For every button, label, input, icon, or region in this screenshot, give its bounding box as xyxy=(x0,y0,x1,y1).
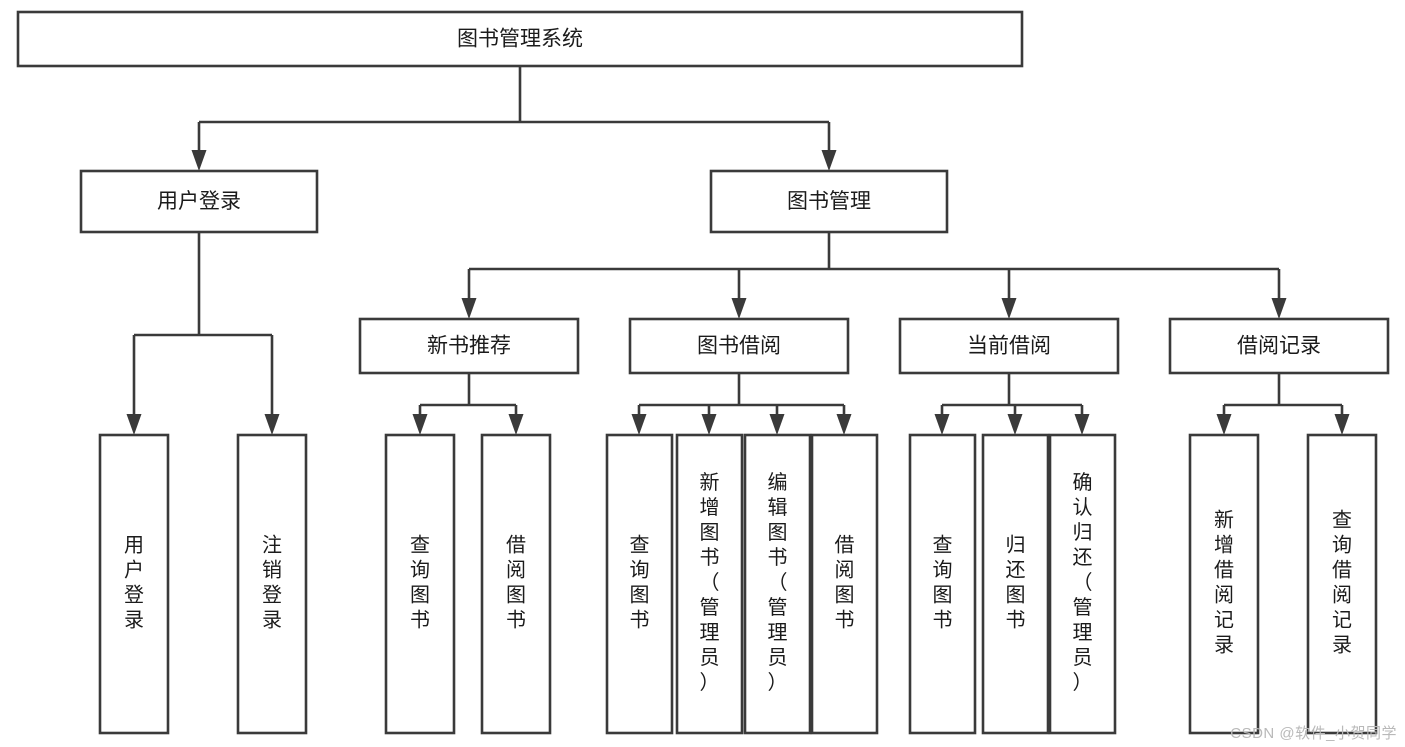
connector-borrow-record-to-leaves xyxy=(1216,373,1350,435)
node-current-borrow[interactable]: 当前借阅 xyxy=(898,317,1120,375)
arrow-head-icon xyxy=(1271,298,1287,319)
arrow-head-icon xyxy=(508,414,524,435)
node-leaf-query-borrow-record[interactable]: 查询借阅记录 xyxy=(1306,433,1378,735)
node-box-current-borrow[interactable] xyxy=(898,317,1120,375)
node-leaf-borrow-book-2[interactable]: 借阅图书 xyxy=(810,433,879,735)
node-label-borrow-record: 借阅记录 xyxy=(1237,335,1321,358)
node-box-leaf-add-book-admin[interactable] xyxy=(675,433,744,735)
node-label-leaf-confirm-return-admin: 确认归还（管理员） xyxy=(1073,471,1093,694)
arrow-head-icon xyxy=(836,414,852,435)
arrow-head-icon xyxy=(412,414,428,435)
node-label-leaf-add-book-admin: 新增图书（管理员） xyxy=(700,471,720,694)
connector-layer xyxy=(126,66,1350,435)
node-label-leaf-add-borrow-record: 新增借阅记录 xyxy=(1214,509,1234,657)
node-leaf-query-book-1[interactable]: 查询图书 xyxy=(384,433,456,735)
node-leaf-borrow-book-1[interactable]: 借阅图书 xyxy=(480,433,552,735)
node-label-book-borrow: 图书借阅 xyxy=(697,335,781,358)
node-leaf-confirm-return-admin[interactable]: 确认归还（管理员） xyxy=(1048,433,1117,735)
node-box-leaf-borrow-book-1[interactable] xyxy=(480,433,552,735)
node-leaf-edit-book-admin[interactable]: 编辑图书（管理员） xyxy=(743,433,812,735)
node-leaf-add-book-admin[interactable]: 新增图书（管理员） xyxy=(675,433,744,735)
node-label-book-manage: 图书管理 xyxy=(787,190,871,213)
node-label-leaf-edit-book-admin: 编辑图书（管理员） xyxy=(768,471,788,694)
arrow-head-icon xyxy=(769,414,785,435)
node-label-leaf-borrow-book-2: 借阅图书 xyxy=(835,534,855,632)
node-user-login[interactable]: 用户登录 xyxy=(79,169,319,234)
node-layer: 图书管理系统用户登录图书管理新书推荐图书借阅当前借阅借阅记录用户登录注销登录查询… xyxy=(16,10,1390,735)
node-label-leaf-query-book-1: 查询图书 xyxy=(410,534,430,632)
node-borrow-record[interactable]: 借阅记录 xyxy=(1168,317,1390,375)
node-label-leaf-borrow-book-1: 借阅图书 xyxy=(506,534,526,632)
node-leaf-query-book-2[interactable]: 查询图书 xyxy=(605,433,674,735)
node-label-leaf-query-borrow-record: 查询借阅记录 xyxy=(1332,509,1352,657)
node-label-leaf-query-book-2: 查询图书 xyxy=(630,534,650,632)
node-label-leaf-user-login: 用户登录 xyxy=(124,535,144,632)
node-box-leaf-borrow-book-2[interactable] xyxy=(810,433,879,735)
node-label-leaf-query-book-3: 查询图书 xyxy=(933,534,953,632)
node-label-leaf-return-book: 归还图书 xyxy=(1006,534,1026,632)
node-leaf-add-borrow-record[interactable]: 新增借阅记录 xyxy=(1188,433,1260,735)
node-box-leaf-edit-book-admin[interactable] xyxy=(743,433,812,735)
connector-new-book-recommend-to-leaves xyxy=(412,373,524,435)
node-box-leaf-query-book-1[interactable] xyxy=(384,433,456,735)
connector-root-to-level1 xyxy=(191,66,837,171)
node-leaf-user-login[interactable]: 用户登录 xyxy=(98,433,170,735)
arrow-head-icon xyxy=(1216,414,1232,435)
arrow-head-icon xyxy=(821,150,837,171)
node-root[interactable]: 图书管理系统 xyxy=(16,10,1024,68)
arrow-head-icon xyxy=(461,298,477,319)
arrow-head-icon xyxy=(1007,414,1023,435)
node-box-leaf-user-logout[interactable] xyxy=(236,433,308,735)
node-book-manage[interactable]: 图书管理 xyxy=(709,169,949,234)
node-label-current-borrow: 当前借阅 xyxy=(967,335,1051,358)
connector-book-manage-to-level2 xyxy=(461,232,1287,319)
node-label-user-login: 用户登录 xyxy=(157,190,241,213)
node-box-leaf-query-book-3[interactable] xyxy=(908,433,977,735)
node-label-leaf-user-logout: 注销登录 xyxy=(262,534,282,632)
node-box-new-book-recommend[interactable] xyxy=(358,317,580,375)
node-box-root[interactable] xyxy=(16,10,1024,68)
node-box-book-manage[interactable] xyxy=(709,169,949,234)
arrow-head-icon xyxy=(731,298,747,319)
connector-current-borrow-to-leaves xyxy=(934,373,1090,435)
arrow-head-icon xyxy=(126,414,142,435)
node-label-new-book-recommend: 新书推荐 xyxy=(427,335,511,358)
arrow-head-icon xyxy=(631,414,647,435)
node-leaf-return-book[interactable]: 归还图书 xyxy=(981,433,1050,735)
node-box-leaf-return-book[interactable] xyxy=(981,433,1050,735)
arrow-head-icon xyxy=(1074,414,1090,435)
node-new-book-recommend[interactable]: 新书推荐 xyxy=(358,317,580,375)
node-book-borrow[interactable]: 图书借阅 xyxy=(628,317,850,375)
node-box-leaf-query-borrow-record[interactable] xyxy=(1306,433,1378,735)
node-box-leaf-confirm-return-admin[interactable] xyxy=(1048,433,1117,735)
arrow-head-icon xyxy=(1334,414,1350,435)
node-box-book-borrow[interactable] xyxy=(628,317,850,375)
node-label-root: 图书管理系统 xyxy=(457,28,583,51)
node-box-leaf-user-login[interactable] xyxy=(98,433,170,735)
node-box-borrow-record[interactable] xyxy=(1168,317,1390,375)
node-leaf-user-logout[interactable]: 注销登录 xyxy=(236,433,308,735)
connector-user-login-to-leaves xyxy=(126,232,280,435)
arrow-head-icon xyxy=(701,414,717,435)
node-box-leaf-query-book-2[interactable] xyxy=(605,433,674,735)
arrow-head-icon xyxy=(191,150,207,171)
arrow-head-icon xyxy=(264,414,280,435)
node-box-leaf-add-borrow-record[interactable] xyxy=(1188,433,1260,735)
arrow-head-icon xyxy=(934,414,950,435)
node-leaf-query-book-3[interactable]: 查询图书 xyxy=(908,433,977,735)
arrow-head-icon xyxy=(1001,298,1017,319)
node-box-user-login[interactable] xyxy=(79,169,319,234)
connector-book-borrow-to-leaves xyxy=(631,373,852,435)
